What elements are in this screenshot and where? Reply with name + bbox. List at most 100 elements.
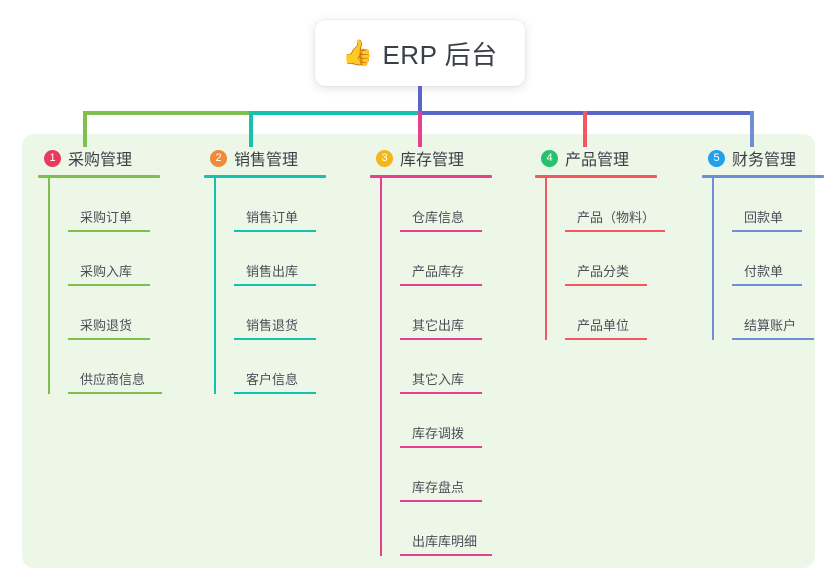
subitem-label: 采购入库 <box>80 264 133 279</box>
thumbs-up-icon: 👍 <box>342 38 374 67</box>
column-underline-finance <box>702 175 824 178</box>
column-underline-sales <box>204 175 326 178</box>
list-item[interactable]: 采购入库 <box>58 232 160 286</box>
subitem-underline <box>68 230 150 232</box>
subitem-label: 产品库存 <box>412 264 465 279</box>
connector-drop-inventory <box>418 111 422 147</box>
column-header-purchase[interactable]: 1 采购管理 <box>38 146 160 170</box>
subitem-label: 销售退货 <box>246 318 299 333</box>
column-header-sales[interactable]: 2 销售管理 <box>204 146 326 170</box>
list-item[interactable]: 产品（物料） <box>555 178 665 232</box>
subitem-underline <box>732 284 802 286</box>
subitem-underline <box>732 338 814 340</box>
list-item[interactable]: 产品分类 <box>555 232 657 286</box>
trunk-line-inventory <box>380 178 382 556</box>
column-title-sales: 销售管理 <box>234 152 299 169</box>
badge-number-finance: 5 <box>708 149 725 167</box>
subitem-underline <box>400 500 482 502</box>
list-item[interactable]: 采购订单 <box>58 178 160 232</box>
subitem-label: 供应商信息 <box>80 372 146 387</box>
connector-bar-green <box>83 111 253 115</box>
column-title-inventory: 库存管理 <box>400 152 465 169</box>
column-underline-inventory <box>370 175 492 178</box>
column-header-product[interactable]: 4 产品管理 <box>535 146 657 170</box>
list-item[interactable]: 库存盘点 <box>390 448 492 502</box>
list-item[interactable]: 客户信息 <box>224 340 326 394</box>
root-stem-connector <box>418 86 422 114</box>
subitem-label: 其它出库 <box>412 318 465 333</box>
list-item[interactable]: 结算账户 <box>722 286 824 340</box>
list-item[interactable]: 付款单 <box>722 232 824 286</box>
subitem-underline <box>400 338 482 340</box>
list-item[interactable]: 销售出库 <box>224 232 326 286</box>
list-item[interactable]: 其它出库 <box>390 286 492 340</box>
subitem-underline <box>68 338 150 340</box>
list-item[interactable]: 销售订单 <box>224 178 326 232</box>
column-finance: 5 财务管理回款单付款单结算账户 <box>702 146 824 340</box>
subitem-label: 产品分类 <box>577 264 630 279</box>
root-node-title: ERP 后台 <box>382 39 498 70</box>
root-node[interactable]: 👍 ERP 后台 <box>315 20 525 86</box>
column-title-purchase: 采购管理 <box>68 152 133 169</box>
list-item[interactable]: 出库库明细 <box>390 502 492 556</box>
list-item[interactable]: 采购退货 <box>58 286 160 340</box>
column-sales: 2 销售管理销售订单销售出库销售退货客户信息 <box>204 146 326 394</box>
badge-number-sales: 2 <box>210 149 227 167</box>
list-item[interactable]: 仓库信息 <box>390 178 492 232</box>
subitem-label: 采购退货 <box>80 318 133 333</box>
subitem-label: 出库库明细 <box>412 534 478 549</box>
trunk-line-product <box>545 178 547 340</box>
subitem-label: 库存盘点 <box>412 480 465 495</box>
connector-drop-purchase <box>83 111 87 147</box>
list-item[interactable]: 产品库存 <box>390 232 492 286</box>
subitem-underline <box>400 392 482 394</box>
subitem-label: 产品（物料） <box>577 210 656 225</box>
badge-number-product: 4 <box>541 149 558 167</box>
subitem-label: 付款单 <box>744 264 784 279</box>
connector-drop-sales <box>249 111 253 147</box>
subitem-list-sales: 销售订单销售出库销售退货客户信息 <box>204 178 326 394</box>
column-title-finance: 财务管理 <box>732 152 797 169</box>
list-item[interactable]: 回款单 <box>722 178 824 232</box>
connector-bar-teal <box>250 111 422 115</box>
subitem-label: 仓库信息 <box>412 210 465 225</box>
subitem-underline <box>400 230 482 232</box>
connector-drop-product <box>583 111 587 147</box>
column-underline-product <box>535 175 657 178</box>
list-item[interactable]: 供应商信息 <box>58 340 162 394</box>
column-title-product: 产品管理 <box>565 152 630 169</box>
subitem-label: 其它入库 <box>412 372 465 387</box>
subitem-underline <box>234 338 316 340</box>
list-item[interactable]: 销售退货 <box>224 286 326 340</box>
subitem-label: 销售出库 <box>246 264 299 279</box>
subitem-underline <box>565 284 647 286</box>
subitem-underline <box>565 338 647 340</box>
trunk-line-sales <box>214 178 216 394</box>
list-item[interactable]: 库存调拨 <box>390 394 492 448</box>
subitem-underline <box>565 230 665 232</box>
subitem-underline <box>400 554 492 556</box>
subitem-underline <box>68 392 162 394</box>
subitem-underline <box>400 446 482 448</box>
subitem-label: 回款单 <box>744 210 784 225</box>
subitem-list-product: 产品（物料） 产品分类产品单位 <box>535 178 665 340</box>
badge-number-purchase: 1 <box>44 149 61 167</box>
subitem-label: 销售订单 <box>246 210 299 225</box>
column-header-finance[interactable]: 5 财务管理 <box>702 146 824 170</box>
column-underline-purchase <box>38 175 160 178</box>
subitem-label: 客户信息 <box>246 372 299 387</box>
subitem-label: 采购订单 <box>80 210 133 225</box>
column-purchase: 1 采购管理采购订单采购入库采购退货供应商信息 <box>38 146 162 394</box>
list-item[interactable]: 产品单位 <box>555 286 657 340</box>
subitem-list-inventory: 仓库信息产品库存其它出库其它入库库存调拨库存盘点出库库明细 <box>370 178 492 556</box>
trunk-line-finance <box>712 178 714 340</box>
column-product: 4 产品管理产品（物料） 产品分类产品单位 <box>535 146 665 340</box>
subitem-underline <box>68 284 150 286</box>
subitem-underline <box>234 230 316 232</box>
subitem-underline <box>732 230 802 232</box>
list-item[interactable]: 其它入库 <box>390 340 492 394</box>
diagram-panel <box>22 134 815 568</box>
